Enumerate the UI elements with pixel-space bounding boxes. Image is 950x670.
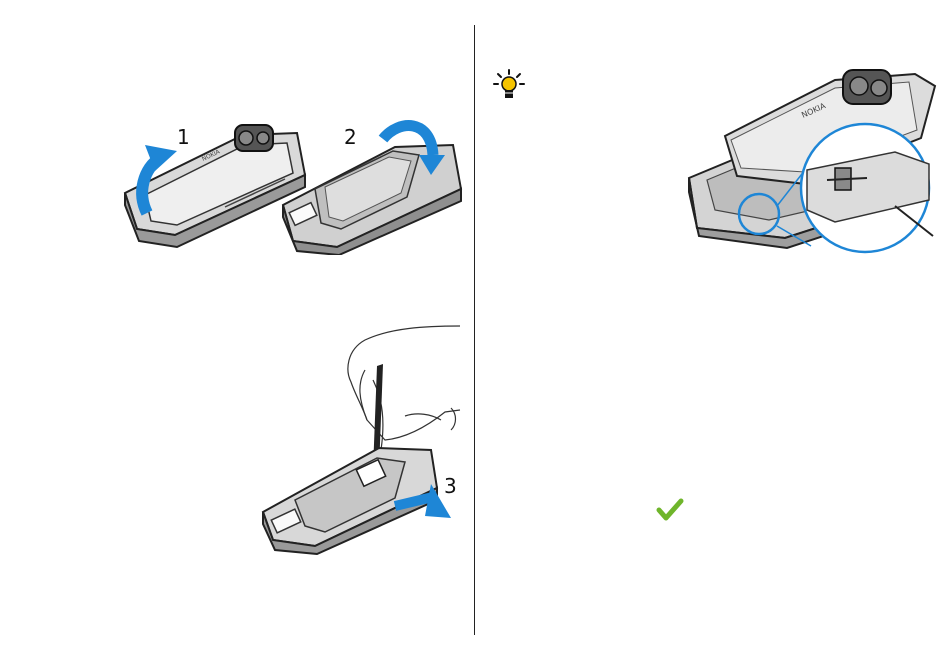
cover-removal-drawing: NOKIA	[115, 105, 475, 255]
phone-with-cover: NOKIA	[125, 125, 305, 247]
checkmark-icon	[656, 497, 684, 523]
charger-detail-drawing: NOKIA	[685, 60, 940, 260]
sim-removal-drawing	[255, 320, 465, 555]
step-3-label: 3	[444, 476, 457, 496]
lightbulb-icon	[492, 68, 526, 102]
charger-detail-illustration: NOKIA	[685, 60, 940, 260]
cover-removal-illustration: NOKIA	[115, 105, 475, 255]
step-1-label: 1	[177, 127, 190, 147]
hand	[348, 326, 460, 440]
sim-removal-illustration	[255, 320, 465, 555]
step-2-label: 2	[344, 127, 357, 147]
